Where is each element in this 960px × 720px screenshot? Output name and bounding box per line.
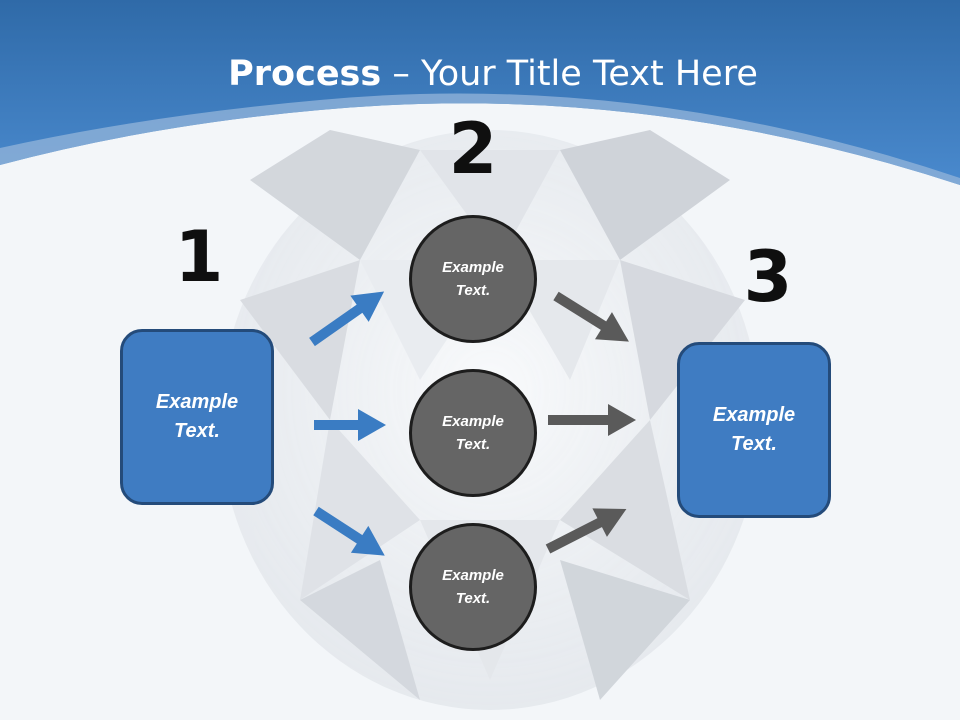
circle-bottom: Example Text.	[409, 523, 537, 651]
circle-middle: Example Text.	[409, 369, 537, 497]
page-title: Process – Your Title Text Here	[0, 52, 960, 96]
arrow-blue-down	[313, 506, 385, 556]
arrow-gray-right	[548, 404, 636, 436]
arrow-blue-right	[314, 409, 386, 441]
step-number-1: 1	[174, 216, 224, 298]
arrow-gray-down	[553, 291, 629, 342]
circle-top: Example Text.	[409, 215, 537, 343]
step-number-3: 3	[743, 236, 793, 318]
circle-middle-text: Example Text.	[442, 413, 504, 453]
arrow-gray-up	[545, 508, 627, 554]
arrow-blue-up	[309, 291, 385, 347]
step-number-2: 2	[448, 108, 498, 190]
circle-top-text: Example Text.	[442, 259, 504, 299]
right-box-text: Example Text.	[712, 404, 796, 455]
circle-bottom-text: Example Text.	[442, 567, 504, 607]
left-box: Example Text.	[120, 329, 274, 505]
left-box-text: Example Text.	[155, 391, 239, 442]
title-bold: Process	[228, 54, 382, 94]
title-rest: – Your Title Text Here	[381, 54, 758, 94]
right-box: Example Text.	[677, 342, 831, 518]
